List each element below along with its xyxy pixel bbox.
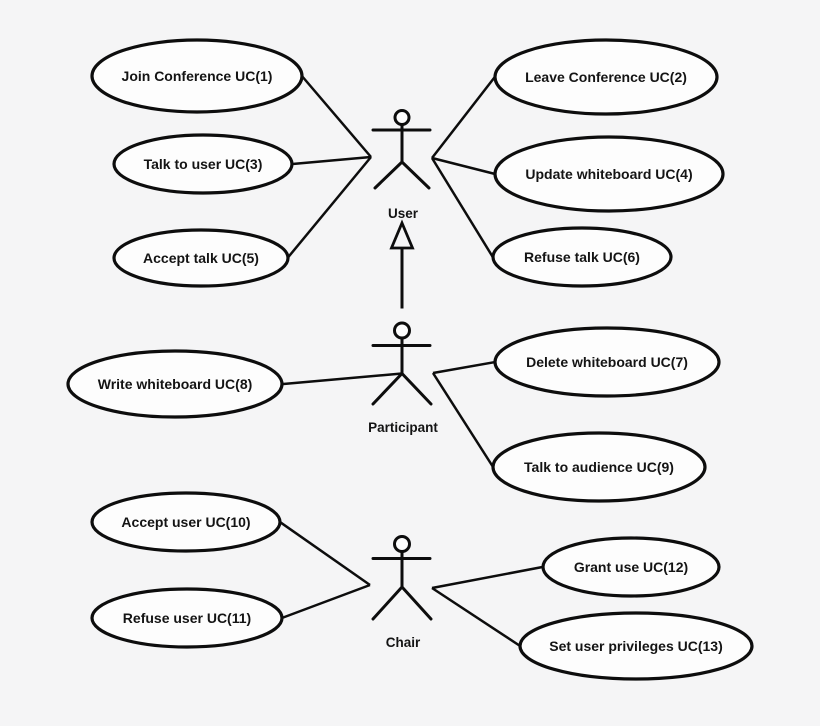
actor-user-label: User [388, 206, 419, 221]
usecase-label: Accept user UC(10) [121, 514, 250, 530]
actor-user: User [371, 109, 432, 221]
association-user-uc3 [283, 155, 372, 166]
association-chair-uc13 [431, 586, 530, 653]
actor-body-icon [371, 123, 432, 190]
usecase-label: Refuse user UC(11) [123, 610, 251, 626]
usecase-ellipse [90, 587, 284, 649]
actor-head-icon [393, 535, 411, 553]
usecase-uc7: Delete whiteboard UC(7) [493, 326, 721, 398]
usecase-label: Join Conference UC(1) [122, 68, 273, 84]
usecase-uc8: Write whiteboard UC(8) [66, 349, 284, 419]
associations [271, 67, 554, 653]
association-chair-uc12 [431, 563, 554, 590]
actor-chair: Chair [371, 535, 433, 650]
usecase-uc1: Join Conference UC(1) [90, 38, 304, 114]
usecase-label: Accept talk UC(5) [143, 250, 259, 266]
actor-participant: Participant [368, 321, 438, 435]
association-chair-uc10 [271, 515, 371, 587]
usecase-ellipse [90, 38, 304, 114]
usecase-uc13: Set user privileges UC(13) [518, 611, 754, 681]
usecase-uc6: Refuse talk UC(6) [491, 226, 673, 288]
actor-participant-label: Participant [368, 420, 438, 435]
usecase-ellipse [491, 431, 707, 503]
usecase-ellipse [66, 349, 284, 419]
association-participant-uc8 [271, 372, 403, 387]
usecase-ellipse [90, 491, 282, 553]
usecase-uc9: Talk to audience UC(9) [491, 431, 707, 503]
usecase-uc4: Update whiteboard UC(4) [493, 135, 725, 213]
actor-chair-label: Chair [386, 635, 421, 650]
actor-body-icon [371, 336, 433, 406]
association-user-uc4 [431, 156, 506, 178]
actor-body-icon [371, 550, 433, 621]
usecase-uc11: Refuse user UC(11) [90, 587, 284, 649]
association-user-uc2 [431, 68, 502, 159]
association-user-uc5 [279, 156, 372, 268]
actor-head-icon [393, 109, 411, 126]
actor-head-icon [393, 321, 411, 340]
usecase-ellipse [112, 133, 294, 195]
usecase-label: Talk to audience UC(9) [524, 459, 674, 475]
usecase-label: Update whiteboard UC(4) [525, 166, 692, 182]
usecase-ellipse [518, 611, 754, 681]
generalization-hollow-arrowhead [389, 219, 415, 250]
usecase-uc10: Accept user UC(10) [90, 491, 282, 553]
usecase-label: Delete whiteboard UC(7) [526, 354, 688, 370]
usecase-uc3: Talk to user UC(3) [112, 133, 294, 195]
usecase-ellipse [541, 536, 721, 598]
usecase-uc5: Accept talk UC(5) [112, 228, 290, 288]
usecase-uc12: Grant use UC(12) [541, 536, 721, 598]
usecase-uc2: Leave Conference UC(2) [493, 38, 719, 116]
association-participant-uc7 [432, 359, 506, 375]
association-chair-uc11 [272, 583, 371, 623]
usecase-ellipse [493, 135, 725, 213]
association-user-uc6 [430, 157, 500, 267]
usecase-label: Talk to user UC(3) [144, 156, 263, 172]
association-participant-uc9 [431, 372, 500, 477]
usecase-ellipse [493, 38, 719, 116]
usecase-label: Grant use UC(12) [574, 559, 688, 575]
usecase-label: Set user privileges UC(13) [549, 638, 723, 654]
usecase-label: Leave Conference UC(2) [525, 69, 687, 85]
usecase-label: Refuse talk UC(6) [524, 249, 640, 265]
usecase-ellipse [491, 226, 673, 288]
association-user-uc1 [294, 67, 372, 158]
usecase-label: Write whiteboard UC(8) [98, 376, 253, 392]
generalization-participant-to-user [389, 219, 415, 309]
usecase-ellipse [493, 326, 721, 398]
usecase-ellipse [112, 228, 290, 288]
